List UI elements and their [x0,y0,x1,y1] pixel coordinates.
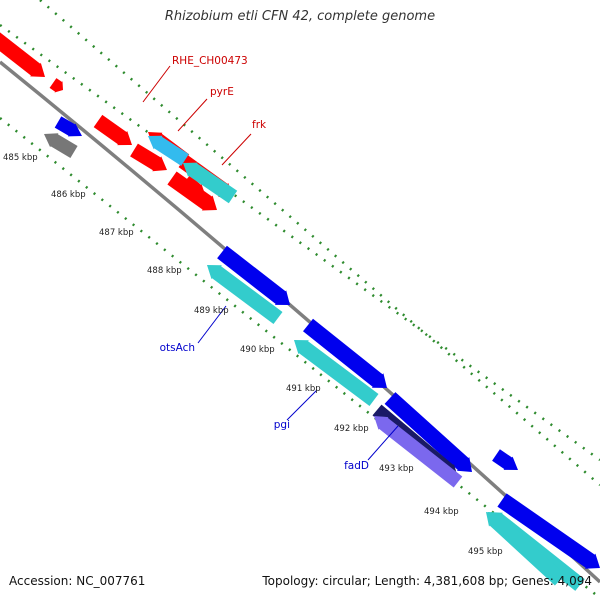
gene-arrow [374,416,463,488]
gene-arrow [486,512,566,586]
gene-arrow [54,116,82,137]
leader-line-rhe-ch00473 [142,65,171,103]
map-title: Rhizobium etli CFN 42, complete genome [164,9,436,24]
tick-label-494-kbp: 494 kbp [424,507,459,517]
gene-arrow [492,449,518,470]
tick-label-495-kbp: 495 kbp [468,547,503,557]
gene-features [0,32,600,591]
gene-arrow [294,340,379,406]
label-leaders [142,65,399,461]
tick-label-489-kbp: 489 kbp [194,306,229,316]
tick-label-491-kbp: 491 kbp [286,384,321,394]
leader-line-fadd [367,425,399,461]
tick-label-488-kbp: 488 kbp [147,266,182,276]
ruler-line [0,23,600,462]
gene-arrow [0,32,45,77]
gene-label-rhe-ch00473: RHE_CH00473 [172,55,248,67]
gene-arrow [217,245,290,305]
leader-line-frk [221,133,252,166]
tick-labels: 485 kbp 486 kbp 487 kbp 488 kbp 489 kbp 490 k… [3,153,503,557]
genome-summary-text: Topology: circular; Length: 4,381,608 bp… [262,574,592,588]
gene-arrow [497,493,600,569]
tick-label-492-kbp: 492 kbp [334,424,369,434]
gene-arrow [93,114,132,146]
gene-label-pyre: pyrE [210,86,234,98]
gene-label-frk: frk [252,119,267,131]
gene-label-fadd: fadD [344,460,369,472]
leader-line-pyre [177,98,208,132]
gene-labels: RHE_CH00473 pyrE frk otsAch pgi fadD [160,55,369,472]
gene-arrow [384,392,472,472]
gene-arrow [44,133,78,158]
gene-arrow [130,143,167,172]
gene-arrow [207,265,283,324]
tick-label-490-kbp: 490 kbp [240,345,275,355]
ruler-line [39,0,600,486]
leader-line-otsach [197,305,227,344]
gene-arrow [49,78,63,93]
gene-arrow [183,162,238,204]
gene-label-otsach: otsAch [160,342,195,354]
gene-arrow [303,318,387,388]
tick-label-493-kbp: 493 kbp [379,464,414,474]
tick-label-485-kbp: 485 kbp [3,153,38,163]
tick-label-486-kbp: 486 kbp [51,190,86,200]
accession-text: Accession: NC_007761 [9,574,146,588]
gene-arrow [182,175,206,197]
leader-line-pgi [286,389,318,421]
gene-label-pgi: pgi [274,419,290,431]
gene-arrow [148,135,189,166]
tick-label-487-kbp: 487 kbp [99,228,134,238]
